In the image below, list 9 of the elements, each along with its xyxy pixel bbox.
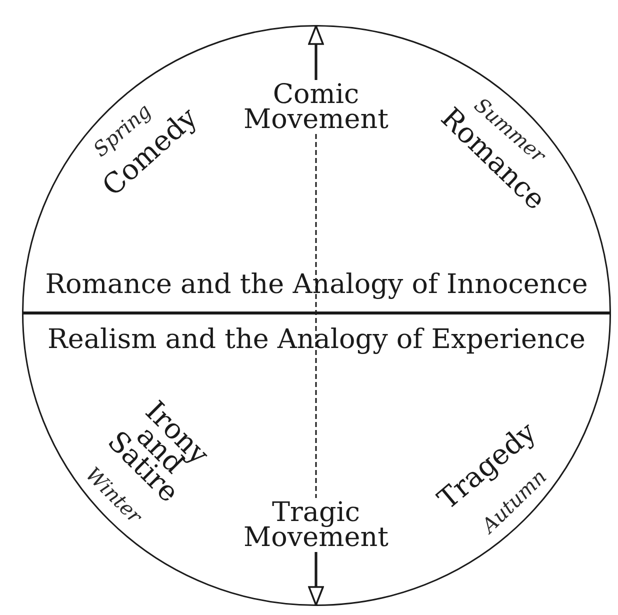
dashed-line bbox=[315, 134, 317, 498]
lower-semicircle bbox=[22, 313, 611, 606]
movement-label: Comic Movement bbox=[244, 82, 388, 132]
arrow bbox=[308, 25, 324, 80]
movement-label: Tragic Movement bbox=[244, 500, 388, 550]
region-heading: Realism and the Analogy of Experience bbox=[48, 324, 586, 356]
arrow bbox=[308, 552, 324, 606]
region-heading: Romance and the Analogy of Innocence bbox=[45, 269, 588, 301]
upper-semicircle bbox=[22, 25, 611, 313]
